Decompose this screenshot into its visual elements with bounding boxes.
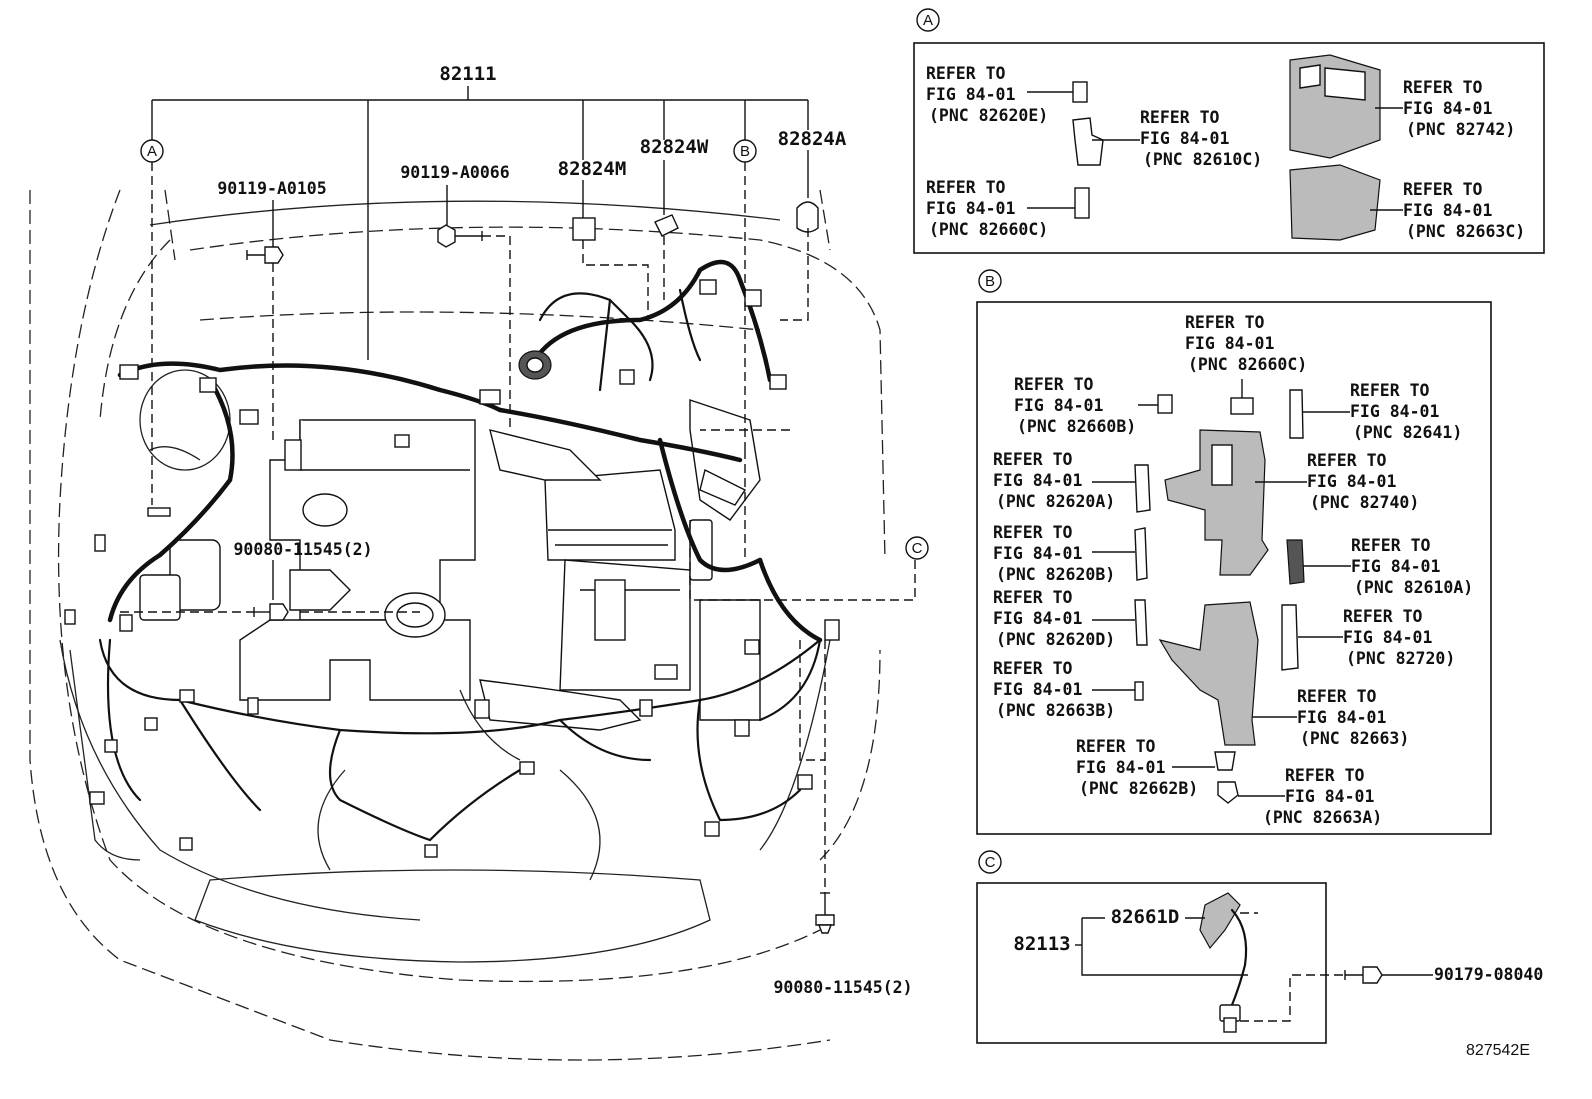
reference-text: REFER TO [1343, 607, 1423, 626]
reference-text: (PNC 82663C) [1406, 222, 1525, 241]
reference-text: (PNC 82720) [1346, 649, 1455, 668]
label-82113: 82113 [1013, 933, 1070, 955]
reference-text: FIG 84-01 [1185, 334, 1274, 353]
svg-text:A: A [147, 143, 157, 160]
panel-a-title: A [923, 12, 933, 29]
reference-text: (PNC 82620D) [996, 630, 1115, 649]
reference-text: (PNC 82662B) [1079, 779, 1198, 798]
reference-text: FIG 84-01 [993, 609, 1082, 628]
panel-c-title: C [985, 854, 996, 871]
reference-text: REFER TO [1351, 536, 1431, 555]
reference-text: FIG 84-01 [1285, 787, 1374, 806]
reference-text: REFER TO [993, 588, 1073, 607]
reference-text: FIG 84-01 [926, 199, 1015, 218]
connector-82824m [572, 217, 596, 241]
reference-text: REFER TO [1014, 375, 1094, 394]
connector-82824w [654, 214, 679, 237]
svg-text:B: B [740, 143, 750, 160]
label-82824w: 82824W [640, 136, 709, 158]
reference-text: FIG 84-01 [1343, 628, 1432, 647]
reference-text: FIG 84-01 [1307, 472, 1396, 491]
reference-text: (PNC 82663A) [1263, 808, 1382, 827]
reference-text: REFER TO [1403, 78, 1483, 97]
reference-text: REFER TO [1185, 313, 1265, 332]
callout-c-circle: C [905, 536, 929, 560]
reference-text: (PNC 82620B) [996, 565, 1115, 584]
inset-panel-c: C 82113 82661D 90179-08040 [976, 850, 1543, 1044]
engine-bay-illustration: A B C 82111 82824M 82824W 82824A 90119-A… [29, 63, 929, 1061]
label-90080-11545-left: 90080-11545(2) [233, 540, 372, 559]
reference-text: (PNC 82663) [1300, 729, 1409, 748]
reference-text: REFER TO [1140, 108, 1220, 127]
label-90119-a0066: 90119-A0066 [400, 163, 509, 182]
bolt-90080-11545-bottom [815, 892, 835, 934]
callout-b-circle: B [733, 139, 757, 163]
reference-text: FIG 84-01 [993, 544, 1082, 563]
reference-text: (PNC 82740) [1310, 493, 1419, 512]
reference-text: FIG 84-01 [1140, 129, 1229, 148]
reference-text: REFER TO [1285, 766, 1365, 785]
reference-text: REFER TO [1307, 451, 1387, 470]
bolt-90119-a0105 [246, 246, 284, 264]
reference-text: (PNC 82660C) [929, 220, 1048, 239]
reference-text: FIG 84-01 [993, 471, 1082, 490]
reference-text: REFER TO [993, 450, 1073, 469]
label-82661d: 82661D [1111, 906, 1180, 928]
reference-text: FIG 84-01 [993, 680, 1082, 699]
reference-text: (PNC 82620A) [996, 492, 1115, 511]
label-90119-a0105: 90119-A0105 [217, 179, 326, 198]
reference-text: REFER TO [993, 523, 1073, 542]
reference-text: REFER TO [926, 64, 1006, 83]
inset-panel-a: A REFER TO FIG 84-01 (PNC 82620E) REFER … [913, 8, 1545, 254]
connector-82824a [796, 201, 819, 233]
reference-text: FIG 84-01 [1350, 402, 1439, 421]
reference-text: FIG 84-01 [1403, 201, 1492, 220]
label-82824m: 82824M [558, 158, 627, 180]
reference-text: (PNC 82610A) [1354, 578, 1473, 597]
inset-panel-b: B REFER TO FIG 84-01 (PNC 82660C) R [976, 269, 1492, 835]
drawing-id: 827542E [1466, 1042, 1530, 1059]
panel-b-title: B [985, 273, 995, 290]
svg-text:C: C [912, 540, 923, 557]
reference-text: (PNC 82610C) [1143, 150, 1262, 169]
reference-text: FIG 84-01 [1297, 708, 1386, 727]
reference-text: FIG 84-01 [926, 85, 1015, 104]
callout-a-circle: A [140, 139, 164, 163]
reference-text: (PNC 82641) [1353, 423, 1462, 442]
reference-text: FIG 84-01 [1351, 557, 1440, 576]
bolt-90179-08040 [1344, 966, 1433, 984]
reference-text: (PNC 82620E) [929, 106, 1048, 125]
label-90080-11545-bottom: 90080-11545(2) [773, 978, 912, 997]
reference-text: REFER TO [993, 659, 1073, 678]
reference-text: FIG 84-01 [1403, 99, 1492, 118]
reference-text: REFER TO [1297, 687, 1377, 706]
reference-text: (PNC 82663B) [996, 701, 1115, 720]
reference-text: REFER TO [1350, 381, 1430, 400]
label-90179-08040: 90179-08040 [1434, 965, 1543, 984]
reference-text: FIG 84-01 [1076, 758, 1165, 777]
label-82111: 82111 [439, 63, 496, 85]
bolt-90080-11545-left [253, 603, 289, 621]
reference-text: (PNC 82742) [1406, 120, 1515, 139]
reference-text: REFER TO [1076, 737, 1156, 756]
reference-text: REFER TO [926, 178, 1006, 197]
reference-text: FIG 84-01 [1014, 396, 1103, 415]
reference-text: (PNC 82660C) [1188, 355, 1307, 374]
label-82824a: 82824A [778, 128, 847, 150]
reference-text: REFER TO [1403, 180, 1483, 199]
reference-text: (PNC 82660B) [1017, 417, 1136, 436]
